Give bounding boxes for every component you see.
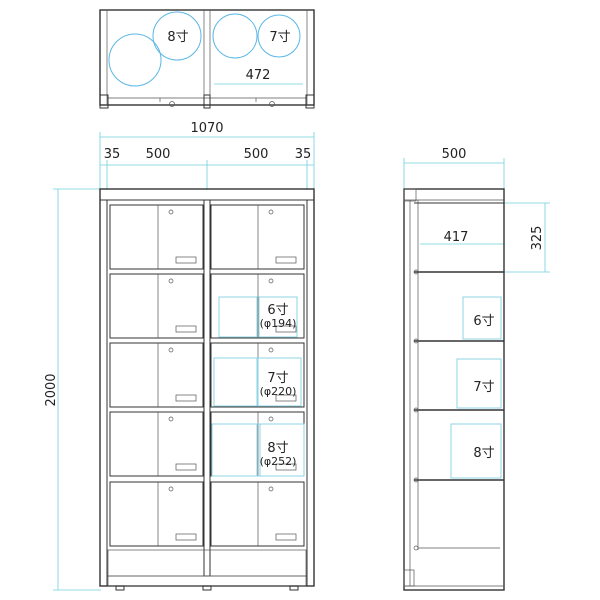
side-bowl-6 [462, 296, 502, 340]
front-bowl-6-dia: (φ194) [260, 317, 297, 330]
top-lock-left-icon [169, 101, 175, 107]
front-bowl-8-label: 8寸 [267, 441, 288, 456]
side-dim-depth: 500 [442, 147, 467, 162]
side-outline [403, 188, 505, 591]
front-base-rail [107, 549, 307, 577]
handle-icon [275, 463, 297, 471]
keyhole-icon [168, 278, 174, 284]
top-bowl-7-left [212, 13, 258, 59]
top-bowl-8-right [152, 11, 202, 61]
compartment-left-2 [109, 273, 204, 339]
keyhole-icon [168, 347, 174, 353]
compartment-left-4 [109, 411, 204, 477]
side-bowl-7 [456, 358, 502, 409]
side-dim-shelf-depth: 417 [444, 230, 469, 245]
front-center-post [203, 199, 211, 577]
dim-side-right: 35 [295, 147, 312, 162]
front-bowl-8-left [211, 423, 261, 477]
top-foot-right [305, 94, 315, 109]
handle-icon [175, 533, 197, 541]
keyhole-icon [168, 209, 174, 215]
handle-icon [275, 394, 297, 402]
top-dim-472: 472 [246, 68, 271, 83]
side-bowl-8 [450, 423, 502, 479]
side-bowl-8-label: 8寸 [473, 446, 494, 461]
front-bowl-6-left [218, 296, 258, 338]
side-base-bracket [403, 569, 415, 587]
top-bowl-label-8: 8寸 [167, 30, 188, 45]
dim-side-left: 35 [104, 147, 121, 162]
front-foot-3 [289, 585, 299, 591]
front-bowl-7-right [256, 357, 302, 407]
handle-icon [275, 256, 297, 264]
dim-bay-right: 500 [244, 147, 269, 162]
side-view: 500 417 325 6寸 7寸 8寸 [403, 147, 550, 591]
keyhole-icon [268, 347, 274, 353]
top-bowl-7-right [257, 14, 301, 58]
side-bowl-6-label: 6寸 [473, 314, 494, 329]
front-bowl-6-right [258, 296, 298, 338]
handle-icon [275, 533, 297, 541]
keyhole-icon [268, 486, 274, 492]
front-bowl-7-left [213, 357, 259, 407]
compartment-left-3 [109, 342, 204, 408]
top-lock-right-icon [269, 101, 275, 107]
side-bowl-7-label: 7寸 [473, 380, 494, 395]
dim-height: 2000 [44, 373, 59, 406]
top-bowl-label-7: 7寸 [269, 30, 290, 45]
compartment-right-2 [210, 273, 305, 339]
top-bowl-8-left [108, 33, 162, 87]
compartment-right-3 [210, 342, 305, 408]
top-view-outline [99, 9, 315, 106]
compartment-right-1 [210, 204, 305, 270]
front-foot-2 [202, 585, 212, 591]
front-bowl-8-right [256, 423, 305, 477]
keyhole-icon [168, 486, 174, 492]
keyhole-icon [168, 416, 174, 422]
side-dim-shelf-pitch: 325 [530, 226, 545, 251]
handle-icon [175, 463, 197, 471]
top-view: 8寸 7寸 472 [99, 9, 315, 109]
top-foot-left [99, 94, 109, 109]
dim-total-width: 1070 [190, 121, 223, 136]
front-bowl-7-label: 7寸 [267, 371, 288, 386]
compartment-left-1 [109, 204, 204, 270]
keyhole-icon [268, 416, 274, 422]
front-bowl-6-label: 6寸 [267, 303, 288, 318]
handle-icon [175, 394, 197, 402]
handle-icon [275, 325, 297, 333]
front-bowl-7-dia: (φ220) [260, 385, 297, 398]
keyhole-icon [268, 209, 274, 215]
front-foot-1 [115, 585, 125, 591]
compartment-right-5 [210, 481, 305, 547]
top-foot-mid [203, 94, 211, 109]
front-dimensions: 1070 35 500 500 35 2000 [44, 121, 315, 591]
keyhole-icon [268, 278, 274, 284]
compartment-left-5 [109, 481, 204, 547]
side-top-corner [403, 188, 417, 202]
front-bowl-8-dia: (φ252) [260, 455, 297, 468]
handle-icon [175, 325, 197, 333]
front-view: 6寸 (φ194) 7寸 (φ220) 8寸 (φ252) [99, 188, 315, 591]
dim-bay-left: 500 [146, 147, 171, 162]
handle-icon [175, 256, 197, 264]
